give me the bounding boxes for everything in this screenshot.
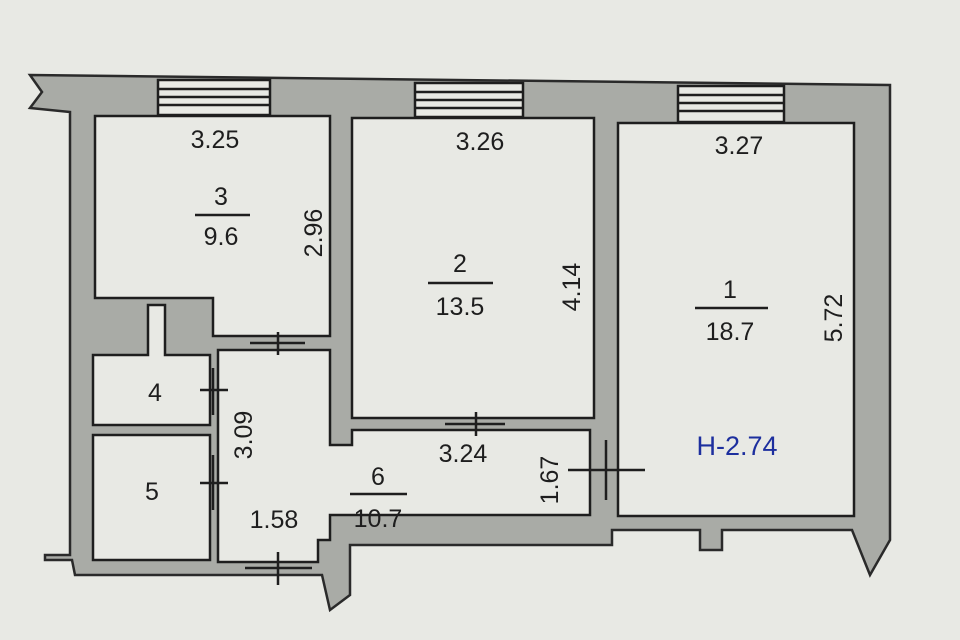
- window-room-3: [156, 78, 272, 117]
- room-6-depth: 1.67: [536, 456, 564, 505]
- room-5-floor: [91, 433, 212, 562]
- doors: [200, 332, 645, 585]
- hall-length: 3.09: [230, 411, 258, 460]
- room-2-depth: 4.14: [558, 263, 586, 312]
- window-room-1: [676, 84, 786, 124]
- windows: [156, 78, 786, 124]
- room-6-floor: [216, 348, 592, 564]
- room-6-area: 10.7: [354, 505, 403, 533]
- room-3-depth: 2.96: [300, 209, 328, 258]
- hall-width: 1.58: [250, 506, 299, 534]
- room-4-floor: [91, 303, 212, 427]
- door-room-2: [445, 412, 505, 436]
- room-3-width: 3.25: [191, 126, 240, 154]
- ceiling-height-label: H-2.74: [696, 431, 777, 461]
- room-4-number: 4: [148, 379, 162, 407]
- room-6-number: 6: [371, 463, 385, 491]
- room-2-area: 13.5: [436, 293, 485, 321]
- room-floors: [91, 114, 856, 564]
- room-1-floor: [616, 121, 856, 518]
- room-6-label: 6 10.7: [350, 463, 407, 533]
- room-3-floor: [93, 114, 332, 338]
- room-5-number: 5: [145, 478, 159, 506]
- room-1-depth: 5.72: [820, 294, 848, 343]
- room-6-width: 3.24: [439, 440, 488, 468]
- dimension-labels: 3.25 2.96 3.26 4.14 3.27 5.72 3.24 1.67 …: [191, 126, 848, 534]
- door-room-1: [568, 440, 645, 500]
- room-3-area: 9.6: [204, 223, 239, 251]
- room-2-label: 2 13.5: [428, 250, 493, 321]
- room-2-number: 2: [453, 250, 467, 278]
- room-1-label: 1 18.7: [695, 276, 768, 346]
- room-1-width: 3.27: [715, 132, 764, 160]
- room-3-number: 3: [214, 183, 228, 211]
- entrance-door: [245, 552, 312, 585]
- door-room-4: [200, 368, 228, 415]
- window-room-2: [413, 81, 525, 119]
- door-room-5: [200, 455, 228, 510]
- room-2-floor: [350, 116, 596, 420]
- room-3-label: 3 9.6: [195, 183, 250, 251]
- room-1-area: 18.7: [706, 318, 755, 346]
- room-1-number: 1: [723, 276, 737, 304]
- room-2-width: 3.26: [456, 128, 505, 156]
- door-room-3: [250, 332, 305, 355]
